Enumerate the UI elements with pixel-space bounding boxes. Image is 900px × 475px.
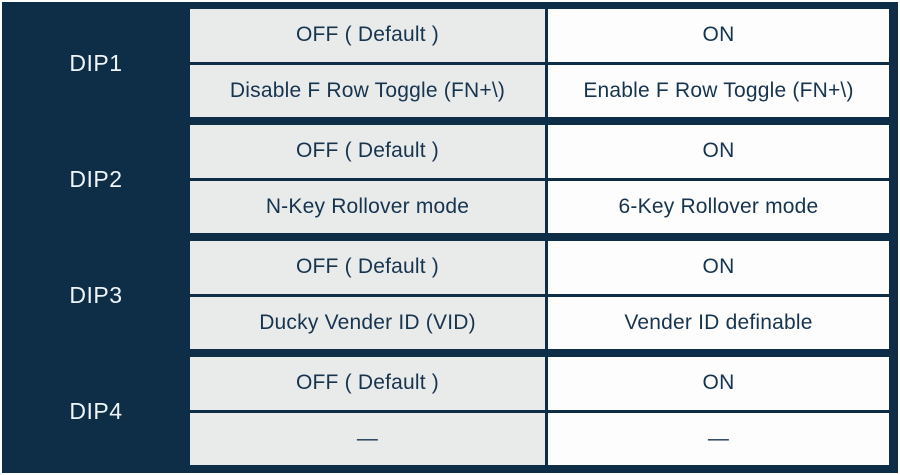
dip1-function-row: Disable F Row Toggle (FN+\) Enable F Row…	[190, 64, 889, 117]
dip3-label: DIP3	[69, 281, 123, 308]
dip-group-2: DIP2 OFF ( Default ) ON N-Key Rollover m…	[2, 125, 889, 233]
dip-group-3: DIP3 OFF ( Default ) ON Ducky Vender ID …	[2, 241, 889, 349]
dip3-off-state-cell: OFF ( Default )	[190, 241, 545, 294]
dip2-rows: OFF ( Default ) ON N-Key Rollover mode 6…	[190, 125, 889, 233]
dip1-label: DIP1	[69, 49, 123, 76]
dip1-off-state-cell: OFF ( Default )	[190, 9, 545, 62]
dip2-label: DIP2	[69, 165, 123, 192]
dip4-state-row: OFF ( Default ) ON	[190, 357, 889, 410]
dip-group-1: DIP1 OFF ( Default ) ON Disable F Row To…	[2, 9, 889, 117]
dip2-state-row: OFF ( Default ) ON	[190, 125, 889, 178]
dip2-off-state-cell: OFF ( Default )	[190, 125, 545, 178]
dip2-on-function-cell: 6-Key Rollover mode	[548, 180, 889, 233]
dip4-off-state-cell: OFF ( Default )	[190, 357, 545, 410]
dip4-rows: OFF ( Default ) ON — —	[190, 357, 889, 465]
dip4-on-state-cell: ON	[548, 357, 889, 410]
dip1-state-row: OFF ( Default ) ON	[190, 9, 889, 62]
dip3-on-state-cell: ON	[548, 241, 889, 294]
dip1-on-function-cell: Enable F Row Toggle (FN+\)	[548, 64, 889, 117]
dip4-off-function-cell: —	[190, 412, 545, 465]
dip1-rows: OFF ( Default ) ON Disable F Row Toggle …	[190, 9, 889, 117]
dip2-off-function-cell: N-Key Rollover mode	[190, 180, 545, 233]
dip4-label: DIP4	[69, 397, 123, 424]
dip1-off-function-cell: Disable F Row Toggle (FN+\)	[190, 64, 545, 117]
dip3-on-function-cell: Vender ID definable	[548, 296, 889, 349]
dip1-on-state-cell: ON	[548, 9, 889, 62]
dip4-function-row: — —	[190, 412, 889, 465]
dip2-on-state-cell: ON	[548, 125, 889, 178]
dip3-state-row: OFF ( Default ) ON	[190, 241, 889, 294]
dip4-on-function-cell: —	[548, 412, 889, 465]
dip2-function-row: N-Key Rollover mode 6-Key Rollover mode	[190, 180, 889, 233]
dip3-off-function-cell: Ducky Vender ID (VID)	[190, 296, 545, 349]
dip3-rows: OFF ( Default ) ON Ducky Vender ID (VID)…	[190, 241, 889, 349]
dip3-function-row: Ducky Vender ID (VID) Vender ID definabl…	[190, 296, 889, 349]
dip-group-4: DIP4 OFF ( Default ) ON — —	[2, 357, 889, 465]
